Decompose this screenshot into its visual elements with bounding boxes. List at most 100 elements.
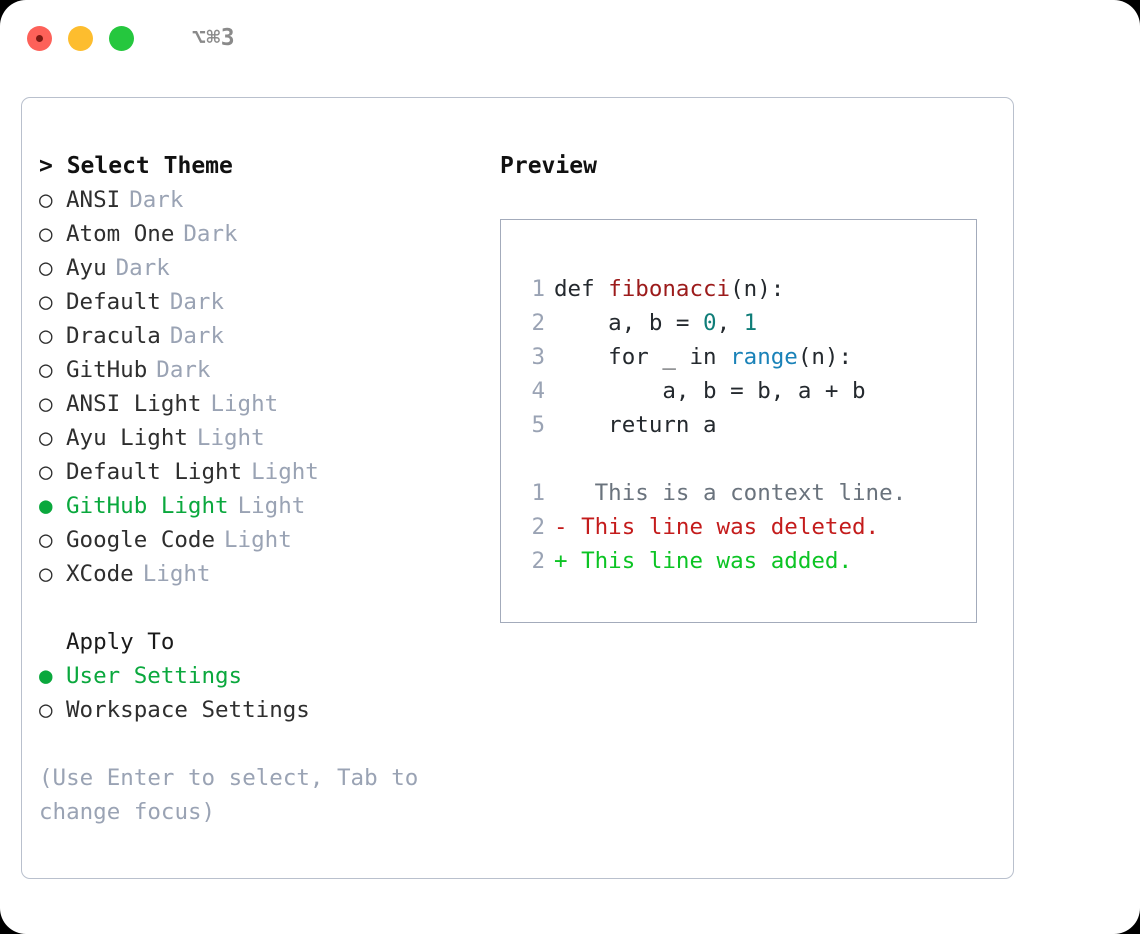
theme-option-label: XCode xyxy=(66,561,134,587)
theme-variant-tag: Dark xyxy=(183,221,238,247)
theme-option-label: Ayu Light xyxy=(66,425,188,451)
theme-option-label: ANSI Light xyxy=(66,391,202,417)
diff-line: 2- This line was deleted. xyxy=(519,510,976,544)
code-token: a, b = b, a + b xyxy=(554,378,866,404)
line-number: 1 xyxy=(531,480,545,506)
theme-variant-tag: Light xyxy=(142,561,211,587)
diff-line: 2+ This line was added. xyxy=(519,544,976,578)
apply-to-heading: Apply To xyxy=(66,629,175,655)
radio-unselected-icon[interactable]: ○ xyxy=(39,221,53,247)
code-line: 4 a, b = b, a + b xyxy=(519,374,976,408)
theme-option-label: Google Code xyxy=(66,527,216,553)
select-theme-heading: > Select Theme xyxy=(39,153,233,179)
theme-option-label: GitHub xyxy=(66,357,148,383)
theme-variant-tag: Dark xyxy=(156,357,211,383)
theme-variant-tag: Dark xyxy=(169,323,225,349)
theme-variant-tag: Dark xyxy=(129,187,184,213)
code-line: 5 return a xyxy=(519,408,976,442)
theme-option[interactable]: ○ ANSI Light Light xyxy=(39,387,494,421)
theme-variant-tag: Light xyxy=(251,459,319,485)
theme-option-label: GitHub Light xyxy=(66,493,229,519)
title-bar: ⌥⌘3 xyxy=(0,0,1140,76)
code-line-text: a, b = b, a + b xyxy=(554,374,866,408)
line-number: 2 xyxy=(531,514,545,540)
radio-unselected-icon[interactable]: ○ xyxy=(39,187,53,213)
radio-selected-icon[interactable]: ● xyxy=(39,663,53,689)
apply-to-option[interactable]: ○ Workspace Settings xyxy=(39,693,494,727)
theme-option[interactable]: ○ ANSI Dark xyxy=(39,183,494,217)
code-token: (n): xyxy=(797,344,853,370)
diff-marker: - xyxy=(554,514,568,540)
theme-option-label: Ayu xyxy=(66,255,107,281)
theme-option[interactable]: ○ XCode Light xyxy=(39,557,494,591)
maximize-button[interactable] xyxy=(109,25,134,51)
theme-variant-tag: Light xyxy=(196,425,265,451)
diff-line: 1 This is a context line. xyxy=(519,476,976,510)
apply-to-option-label: User Settings xyxy=(66,663,243,689)
radio-unselected-icon[interactable]: ○ xyxy=(39,459,53,485)
code-token: , xyxy=(716,310,744,336)
theme-variant-tag: Dark xyxy=(169,289,225,315)
theme-variant-tag: Light xyxy=(237,493,306,519)
line-number: 2 xyxy=(531,310,545,336)
diff-line-text: This line was deleted. xyxy=(567,514,880,540)
radio-unselected-icon[interactable]: ○ xyxy=(39,391,53,417)
theme-option[interactable]: ○ Default Light Light xyxy=(39,455,494,489)
code-line-text: return a xyxy=(554,408,717,442)
code-line-text: for _ in range(n): xyxy=(554,340,852,374)
line-number: 2 xyxy=(531,548,545,574)
theme-option-label: Dracula xyxy=(66,323,161,349)
apply-to-option[interactable]: ● User Settings xyxy=(39,659,494,693)
theme-option[interactable]: ○ Atom One Dark xyxy=(39,217,494,251)
code-token: 0 xyxy=(703,310,717,336)
code-token: for _ in xyxy=(554,344,731,370)
theme-option-label: Atom One xyxy=(66,221,175,247)
radio-unselected-icon[interactable]: ○ xyxy=(39,697,53,723)
diff-marker: + xyxy=(554,548,568,574)
radio-unselected-icon[interactable]: ○ xyxy=(39,527,53,553)
code-token: return a xyxy=(554,412,717,438)
theme-option[interactable]: ● GitHub Light Light xyxy=(39,489,494,523)
theme-variant-tag: Light xyxy=(210,391,279,417)
keyboard-hint-text: (Use Enter to select, Tab to change focu… xyxy=(39,765,419,825)
code-token: 1 xyxy=(743,310,758,336)
minimize-button[interactable] xyxy=(68,25,93,51)
theme-variant-tag: Dark xyxy=(115,255,170,281)
line-number: 1 xyxy=(531,276,545,302)
code-line-text: def fibonacci(n): xyxy=(554,272,784,306)
apply-to-option-label: Workspace Settings xyxy=(66,697,310,723)
line-number: 3 xyxy=(531,344,545,370)
theme-option[interactable]: ○ Ayu Dark xyxy=(39,251,494,285)
code-token: fibonacci xyxy=(608,276,731,302)
diff-block: 1 This is a context line.2- This line wa… xyxy=(519,476,976,578)
radio-unselected-icon[interactable]: ○ xyxy=(39,255,53,281)
theme-option-label: ANSI xyxy=(66,187,121,213)
radio-unselected-icon[interactable]: ○ xyxy=(39,561,53,587)
theme-option[interactable]: ○ Ayu Light Light xyxy=(39,421,494,455)
radio-unselected-icon[interactable]: ○ xyxy=(39,357,53,383)
radio-unselected-icon[interactable]: ○ xyxy=(39,425,53,451)
code-token: def xyxy=(554,276,609,302)
radio-selected-icon[interactable]: ● xyxy=(39,493,53,519)
diff-line-text: This is a context line. xyxy=(567,480,907,506)
theme-option[interactable]: ○ GitHub Dark xyxy=(39,353,494,387)
radio-unselected-icon[interactable]: ○ xyxy=(39,323,53,349)
code-line: 3 for _ in range(n): xyxy=(519,340,976,374)
code-line-text: a, b = 0, 1 xyxy=(554,306,757,340)
radio-unselected-icon[interactable]: ○ xyxy=(39,289,53,315)
apply-to-list[interactable]: ● User Settings ○ Workspace Settings xyxy=(39,659,494,727)
close-button[interactable] xyxy=(27,25,52,51)
line-number: 4 xyxy=(531,378,545,404)
theme-option[interactable]: ○ Dracula Dark xyxy=(39,319,494,353)
code-token: a, b = xyxy=(554,310,704,336)
theme-option-label: Default Light xyxy=(66,459,243,485)
